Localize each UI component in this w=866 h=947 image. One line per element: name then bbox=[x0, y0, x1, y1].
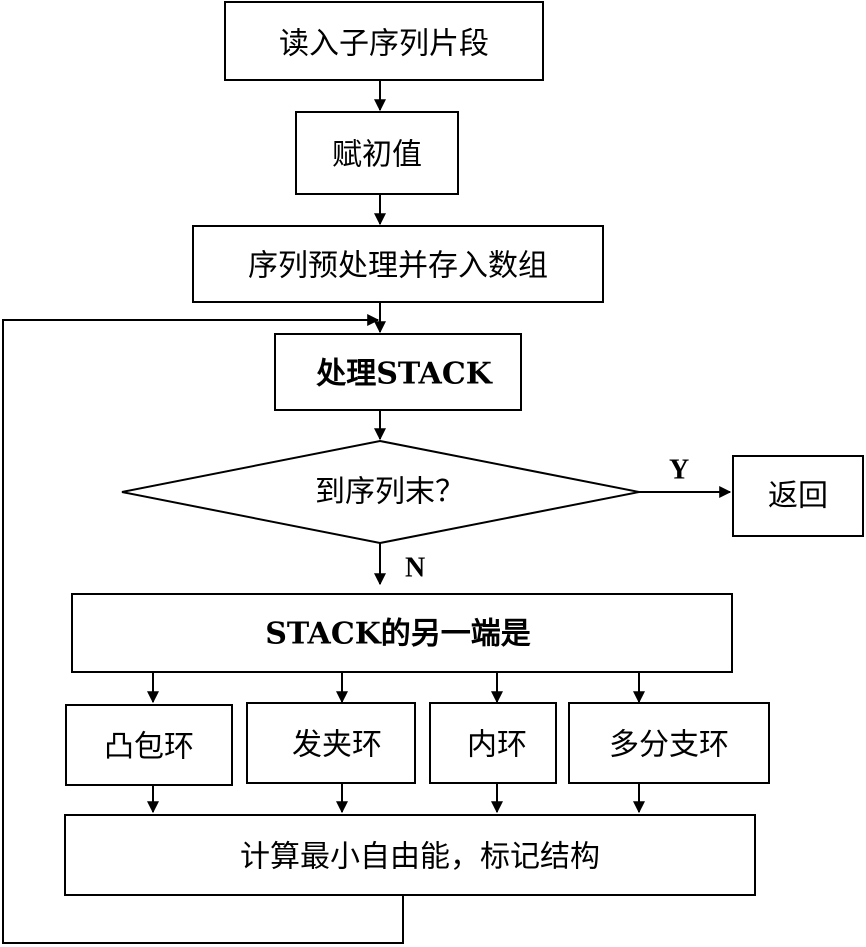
node-read-label: 读入子序列片段 bbox=[279, 27, 489, 62]
yes-label: Y bbox=[669, 455, 689, 486]
node-read: 读入子序列片段 bbox=[224, 1, 544, 81]
node-inner-loop: 内环 bbox=[429, 702, 557, 784]
node-process-stack-label: 处理STACK bbox=[315, 357, 493, 392]
node-other-end: STACK的另一端是 bbox=[71, 593, 733, 673]
node-hairpin-loop: 发夹环 bbox=[246, 702, 416, 784]
node-init: 赋初值 bbox=[295, 111, 459, 195]
node-multi-loop-label: 多分支环 bbox=[609, 728, 729, 763]
node-inner-loop-label: 内环 bbox=[467, 728, 527, 763]
node-process-stack: 处理STACK bbox=[274, 333, 522, 411]
node-hairpin-loop-label: 发夹环 bbox=[292, 728, 382, 763]
node-end-check: 到序列末？ bbox=[121, 439, 640, 545]
node-convex-loop-label: 凸包环 bbox=[104, 730, 194, 765]
node-return-label: 返回 bbox=[768, 479, 828, 514]
node-end-check-label: 到序列末？ bbox=[315, 475, 465, 510]
node-compute-label: 计算最小自由能，标记结构 bbox=[240, 840, 600, 875]
node-compute: 计算最小自由能，标记结构 bbox=[64, 814, 756, 896]
node-preprocess-label: 序列预处理并存入数组 bbox=[248, 249, 548, 284]
node-multi-loop: 多分支环 bbox=[568, 702, 770, 784]
node-init-label: 赋初值 bbox=[332, 138, 422, 173]
node-preprocess: 序列预处理并存入数组 bbox=[192, 225, 604, 303]
no-label: N bbox=[405, 553, 425, 584]
node-return: 返回 bbox=[732, 455, 864, 537]
arrow-loop-back bbox=[2, 314, 404, 944]
node-other-end-label: STACK的另一端是 bbox=[265, 617, 531, 652]
node-convex-loop: 凸包环 bbox=[65, 704, 233, 786]
